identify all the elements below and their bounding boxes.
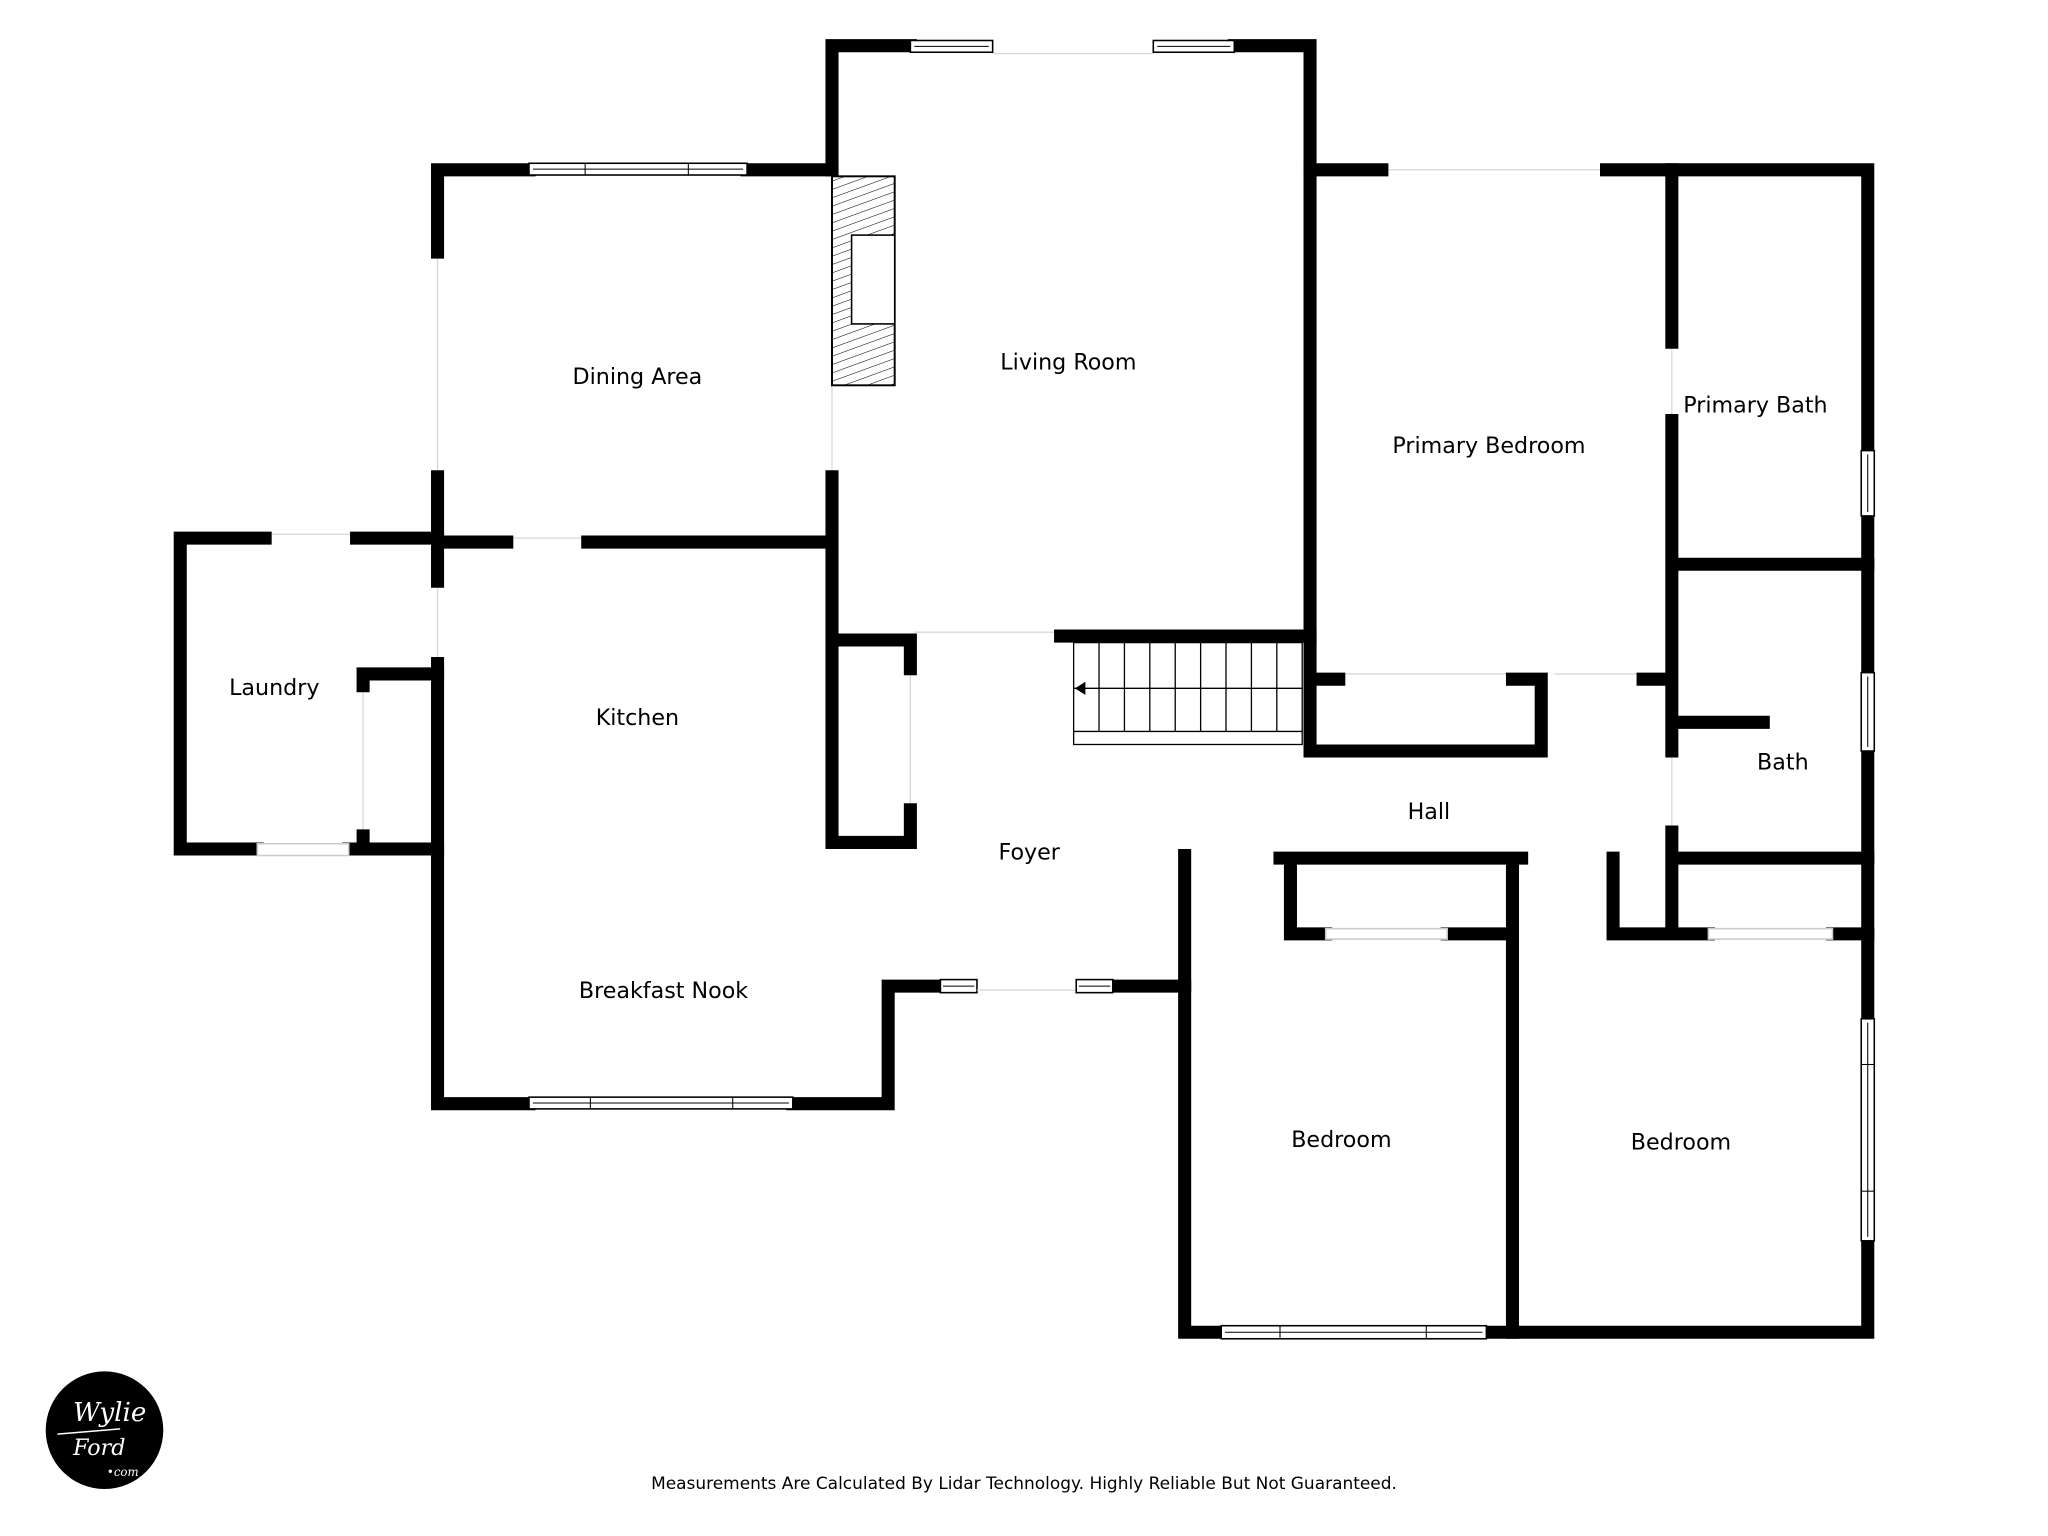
room-label-primary-bedroom: Primary Bedroom xyxy=(1392,433,1585,459)
disclaimer: Measurements Are Calculated By Lidar Tec… xyxy=(651,1474,1397,1494)
wylie-ford-logo: Wylie Ford •com xyxy=(45,1371,164,1489)
room-label-bedroom: Bedroom xyxy=(1631,1129,1731,1155)
room-label-breakfast-nook: Breakfast Nook xyxy=(579,978,748,1004)
room-labels: Living Room Dining Area Primary Bedroom … xyxy=(229,350,1828,1156)
openings xyxy=(265,52,1673,836)
fireplace xyxy=(831,175,896,387)
logo-text: •com xyxy=(107,1465,139,1479)
windows xyxy=(256,39,1876,1340)
room-label-kitchen: Kitchen xyxy=(596,705,679,731)
walls xyxy=(173,39,1875,1339)
stair-direction-arrow-icon xyxy=(1074,681,1086,695)
room-label-bedroom: Bedroom xyxy=(1291,1127,1391,1153)
room-label-dining-area: Dining Area xyxy=(573,364,703,390)
logo-text: Ford xyxy=(72,1435,125,1461)
staircase xyxy=(1072,641,1303,746)
room-label-laundry: Laundry xyxy=(229,675,319,701)
room-label-primary-bath: Primary Bath xyxy=(1683,393,1827,419)
room-label-bath: Bath xyxy=(1757,749,1809,775)
room-label-hall: Hall xyxy=(1408,799,1451,825)
logo-text: Wylie xyxy=(73,1398,146,1428)
room-label-living-room: Living Room xyxy=(1000,350,1136,376)
room-label-foyer: Foyer xyxy=(998,839,1060,865)
